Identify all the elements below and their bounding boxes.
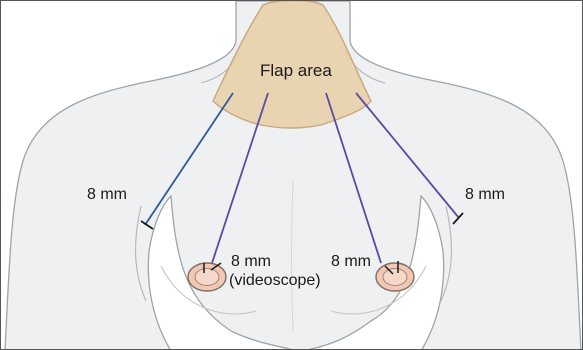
label-left-nipple-size: 8 mm: [231, 253, 271, 270]
flap-label: Flap area: [260, 61, 332, 80]
label-left-lateral: 8 mm: [87, 186, 127, 203]
label-right-nipple: 8 mm: [331, 253, 371, 270]
label-right-lateral: 8 mm: [465, 186, 505, 203]
left-nipple-inner: [195, 269, 219, 286]
label-left-nipple-scope: (videoscope): [229, 272, 321, 289]
right-nipple-inner: [383, 269, 407, 286]
